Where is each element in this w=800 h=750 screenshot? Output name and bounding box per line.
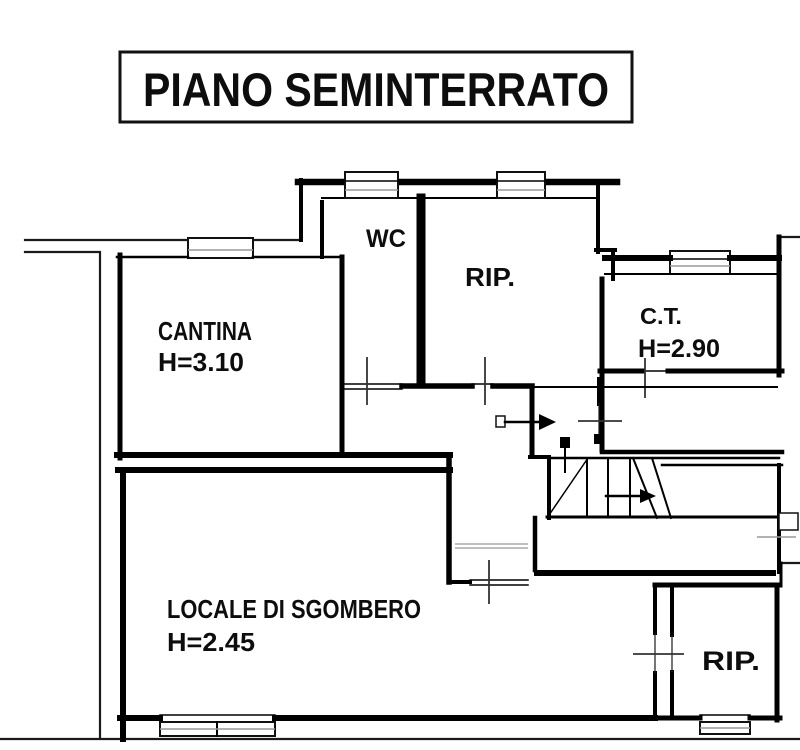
window-frame bbox=[344, 171, 399, 199]
rip-top-label: RIP. bbox=[465, 262, 515, 292]
locale-walls bbox=[117, 467, 658, 742]
window-wc bbox=[344, 171, 399, 199]
exterior-lines bbox=[0, 235, 800, 741]
stair-cut-line bbox=[545, 456, 590, 520]
stair-right-niche bbox=[778, 512, 799, 531]
stair-treads bbox=[564, 447, 631, 518]
cantina-side-walls bbox=[117, 252, 345, 461]
staircase bbox=[532, 437, 799, 576]
window-locale bbox=[159, 714, 276, 737]
locale-door-threshold bbox=[469, 579, 529, 586]
title-block: PIANO SEMINTERRATO bbox=[118, 50, 634, 124]
landing-room-walls bbox=[578, 377, 785, 467]
room-labels: CANTINA H=3.10 WC RIP. C.T. H=2.90 LOCAL… bbox=[158, 225, 760, 676]
exterior-line-paths bbox=[0, 235, 800, 741]
rip-bottom-walls bbox=[633, 561, 783, 723]
hallway-walls bbox=[115, 357, 598, 585]
locale-label: LOCALE DI SGOMBERO bbox=[167, 594, 421, 624]
entrance-arrow-head-icon bbox=[539, 414, 556, 430]
stairs-arrow bbox=[604, 489, 656, 503]
window-frame bbox=[669, 250, 731, 275]
wc-door-threshold bbox=[344, 383, 494, 390]
windows bbox=[159, 171, 751, 737]
rip-bottom-label: RIP. bbox=[702, 646, 760, 676]
cantina-walls bbox=[114, 252, 453, 461]
entrance-arrow bbox=[495, 414, 556, 430]
stair-turn-diagonals bbox=[631, 456, 673, 520]
title-box bbox=[118, 50, 634, 124]
locale-height-label: H=2.45 bbox=[167, 627, 255, 657]
corridor-threshold-lines bbox=[455, 543, 528, 549]
stairs-arrow-head-icon bbox=[640, 489, 656, 503]
top-block-walls bbox=[294, 178, 621, 388]
stair-start-marker bbox=[560, 437, 570, 448]
cantina-label: CANTINA bbox=[158, 316, 252, 346]
wc-label: WC bbox=[366, 225, 406, 253]
rip-door-opening-lines bbox=[654, 632, 673, 674]
stair-start-post bbox=[594, 434, 604, 444]
window-rip-bottom bbox=[699, 714, 751, 735]
window-cantina bbox=[187, 237, 254, 259]
entrance-arrow-tail bbox=[495, 415, 506, 428]
rip-right-wall bbox=[594, 182, 617, 281]
ct-label: C.T. bbox=[640, 303, 682, 329]
window-ct bbox=[669, 250, 731, 275]
ct-height-label: H=2.90 bbox=[638, 335, 720, 363]
window-frame bbox=[496, 171, 546, 199]
cantina-height-label: H=3.10 bbox=[158, 347, 244, 377]
window-frame bbox=[187, 237, 254, 259]
page-title: PIANO SEMINTERRATO bbox=[143, 63, 609, 116]
top-left-step-wall bbox=[299, 178, 324, 259]
window-rip-top bbox=[496, 171, 546, 199]
